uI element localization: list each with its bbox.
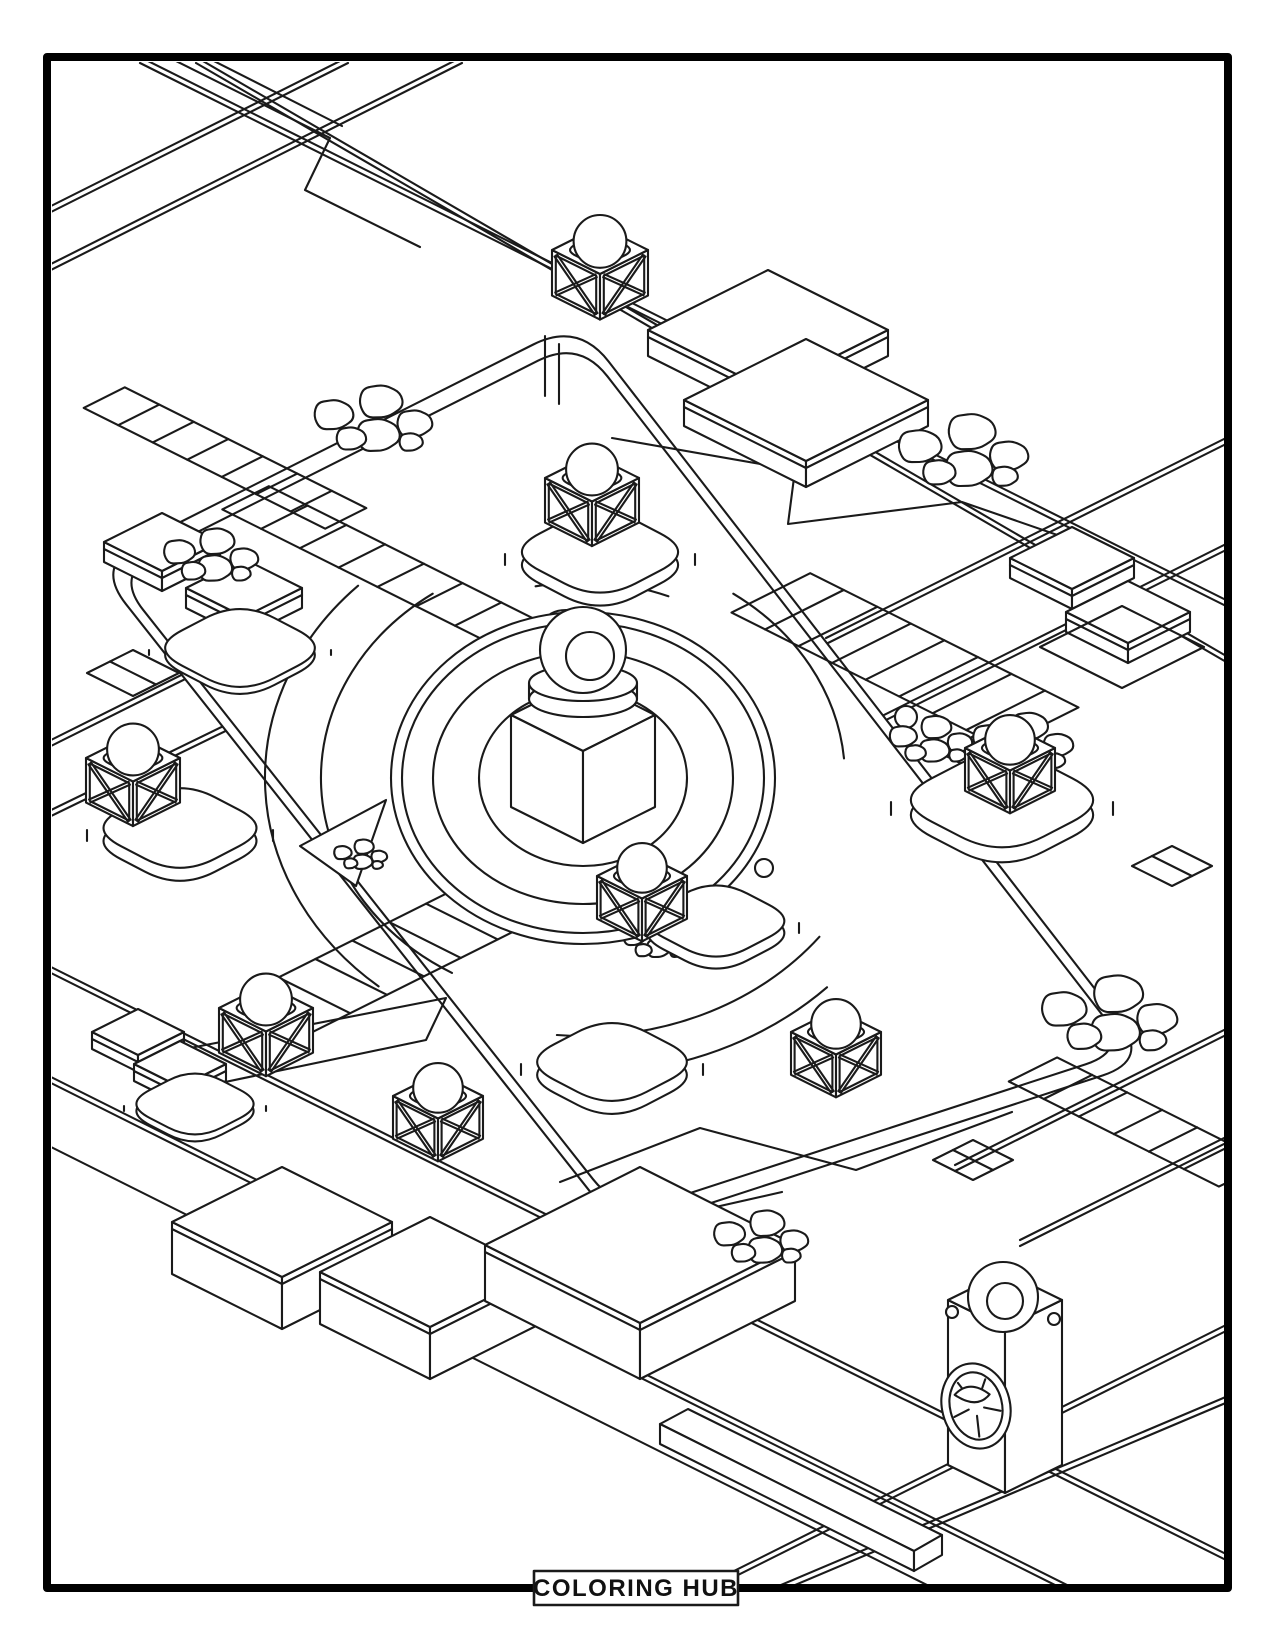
slab-block [1038, 604, 1206, 690]
caged-sphere-lantern [543, 442, 641, 548]
slab-block [658, 1407, 944, 1573]
slab-block [483, 1165, 797, 1381]
diamond-floor-tile [1130, 844, 1214, 888]
rock-cluster [888, 714, 974, 763]
caged-sphere-lantern [550, 213, 650, 321]
caged-sphere-lantern [963, 714, 1057, 815]
caged-sphere-lantern [391, 1062, 485, 1163]
crosswalk-stripes [730, 572, 1080, 748]
rock-cluster [313, 384, 434, 452]
road [953, 1028, 1224, 1248]
slab-block [682, 337, 930, 489]
caged-sphere-lantern [595, 842, 689, 943]
road [52, 62, 464, 271]
scene [52, 62, 1224, 1584]
diamond-floor-tile [931, 1138, 1015, 1182]
rounded-platform [122, 1072, 268, 1143]
lantern-crates [84, 213, 1057, 1163]
road [824, 437, 1224, 730]
caged-sphere-lantern [84, 722, 182, 828]
road [175, 62, 422, 249]
dial-face [940, 1362, 1012, 1450]
slab-block [1008, 525, 1136, 611]
meter-box [940, 1260, 1064, 1495]
stair-strip [1007, 1056, 1224, 1188]
footer-label: COLORING HUB [533, 1575, 739, 1602]
rounded-platform [519, 1022, 705, 1115]
caged-sphere-lantern [217, 972, 315, 1078]
stair-strip [82, 386, 368, 530]
rock-cluster [897, 413, 1030, 488]
rock-cluster [713, 1209, 810, 1264]
rock-cluster [333, 838, 389, 870]
rounded-platform [147, 608, 333, 695]
rock-cluster [1041, 974, 1179, 1052]
rock-cluster [163, 527, 260, 582]
blocks-and-slabs [90, 268, 1206, 1573]
footer-label-box [532, 1569, 740, 1607]
footer-label-plate: COLORING HUB [532, 1569, 740, 1607]
caged-sphere-lantern [789, 998, 883, 1099]
central-fountain [389, 605, 777, 946]
diamond-floor-tile [85, 648, 181, 698]
